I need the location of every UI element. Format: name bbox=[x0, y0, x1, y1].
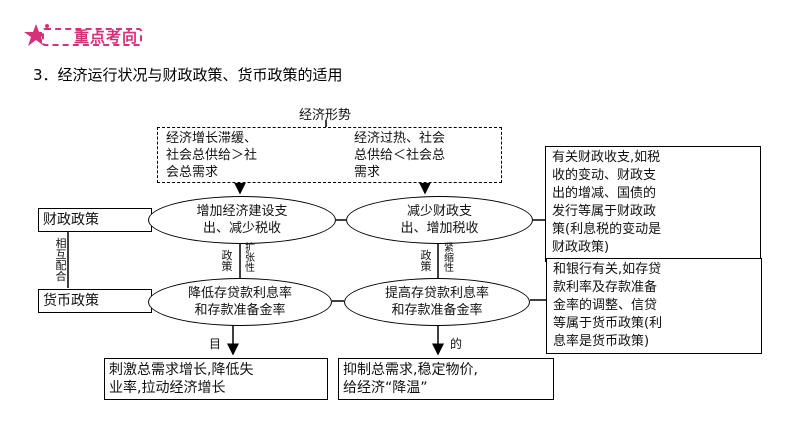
purpose-right: 的 bbox=[450, 337, 463, 351]
expansionary-result: 刺激总需求增长,降低失 业率,拉动经济增长 bbox=[104, 358, 328, 400]
expansionary-policy-word: 政策 bbox=[221, 249, 233, 273]
page-heading: 3．经济运行状况与财政政策、货币政策的适用 bbox=[33, 66, 343, 84]
contractionary-monetary-measures: 提高存贷款利息率 和存款准备金率 bbox=[344, 278, 530, 326]
expansionary-fiscal-measures: 增加经济建设支 出、减少税收 bbox=[148, 196, 336, 244]
fiscal-policy-label: 财政政策 bbox=[38, 208, 152, 232]
situation-title: 经济形势 bbox=[299, 108, 352, 123]
situation-slow-growth: 经济增长滞缓、 社会总供给＞社 会总需求 bbox=[166, 131, 258, 180]
fiscal-policy-note: 有关财政收支,如税 收的变动、财政支 出的增减、国债的 发行等属于财政政 策(利… bbox=[545, 146, 761, 262]
coordination-label: 相互配合 bbox=[55, 237, 67, 283]
purpose-left: 目 bbox=[209, 337, 222, 351]
situation-box: 经济增长滞缓、 社会总供给＞社 会总需求 经济过热、社会 总供给＜社会总 需求 bbox=[157, 127, 502, 183]
badge-label: 重点考向 bbox=[74, 28, 139, 46]
section-badge: 重点考向 bbox=[22, 22, 144, 48]
monetary-policy-label: 货币政策 bbox=[38, 289, 152, 313]
situation-overheating: 经济过热、社会 总供给＜社会总 需求 bbox=[354, 131, 446, 180]
contractionary-type-label: 紧缩性 bbox=[444, 243, 454, 274]
badge-frame bbox=[42, 28, 142, 46]
expansionary-type-label: 扩张性 bbox=[245, 243, 255, 274]
contractionary-result: 抑制总需求,稳定物价, 给经济“降温” bbox=[338, 358, 554, 400]
monetary-policy-note: 和银行有关,如存贷 款利率及存款准备 金率的调整、信贷 等属于货币政策(利 息率… bbox=[546, 258, 762, 354]
contractionary-policy-word: 政策 bbox=[420, 249, 432, 273]
expansionary-monetary-measures: 降低存贷款利息率 和存款准备金率 bbox=[148, 278, 332, 326]
contractionary-fiscal-measures: 减少财政支 出、增加税收 bbox=[346, 196, 533, 244]
